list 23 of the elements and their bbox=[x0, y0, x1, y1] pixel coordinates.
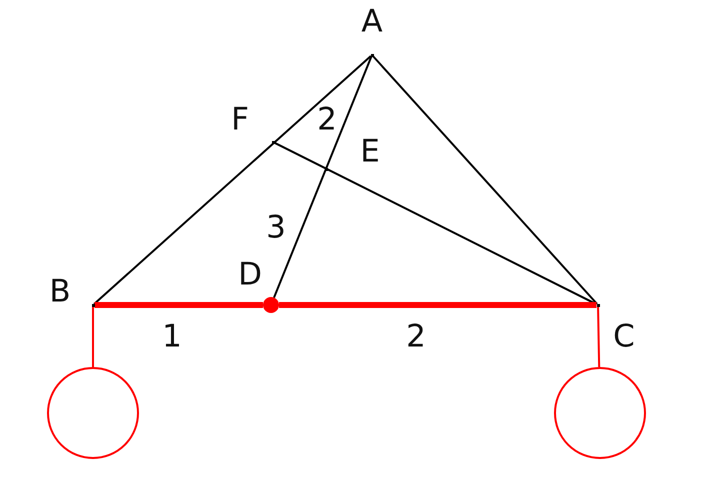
line-segment bbox=[93, 55, 372, 305]
thick-line-segment bbox=[279, 302, 596, 308]
point-label: F bbox=[231, 104, 249, 136]
line-segment bbox=[372, 55, 598, 305]
point-label: A bbox=[361, 6, 383, 38]
line-segment bbox=[274, 142, 598, 306]
ratio-label: 3 bbox=[266, 212, 286, 244]
point-dot bbox=[263, 297, 279, 313]
vertex-point bbox=[370, 54, 374, 56]
vertex-point bbox=[92, 304, 94, 306]
thick-line-segment bbox=[94, 302, 263, 308]
point-label: B bbox=[49, 276, 71, 308]
point-label: D bbox=[238, 260, 262, 290]
line-segment bbox=[597, 306, 600, 368]
ratio-label: 2 bbox=[406, 322, 426, 352]
point-label: E bbox=[360, 136, 380, 168]
ratio-label: 2 bbox=[317, 104, 337, 136]
vertex-point bbox=[596, 304, 600, 306]
vertex-point bbox=[272, 140, 274, 144]
line-segment bbox=[92, 306, 94, 367]
point-label: C bbox=[613, 322, 635, 352]
ratio-label: 1 bbox=[162, 322, 182, 352]
line-segment bbox=[273, 56, 372, 298]
